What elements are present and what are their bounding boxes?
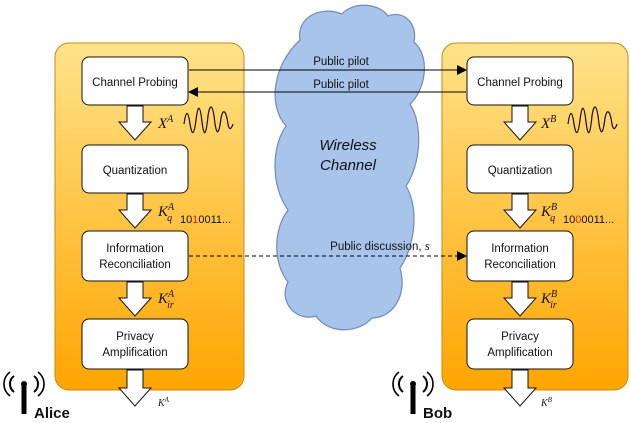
- alice-quantization-label: Quantization: [103, 165, 168, 177]
- bob-station: Bob: [392, 371, 452, 422]
- public-links: Public pilot Public pilot Public discuss…: [188, 56, 467, 261]
- bob-bit-string: 1000011...: [563, 214, 614, 226]
- alice-reconciliation-box: [81, 230, 189, 282]
- cloud-icon: [274, 4, 425, 331]
- alice-channel-probing-box: [81, 56, 189, 106]
- bob-channel-probing-label: Channel Probing: [477, 77, 563, 89]
- bob-name: Bob: [423, 405, 452, 422]
- bob-quantization-box: [466, 144, 574, 194]
- bob-key-label: KB: [540, 396, 553, 409]
- bob-x-label: XB: [540, 114, 556, 132]
- alice-x-label: XA: [157, 114, 174, 132]
- alice-output-arrow: [117, 369, 153, 407]
- alice-station: Alice: [3, 371, 70, 422]
- alice-name: Alice: [34, 405, 70, 422]
- cloud-title-line1: Wireless: [319, 137, 377, 154]
- alice-flow-arrow-2: [117, 193, 153, 229]
- bob-waveform-icon: [567, 106, 618, 134]
- bob-privacy-label-2: Amplification: [487, 347, 552, 359]
- bob-reconciliation-box: [466, 230, 574, 282]
- bob-quantization-label: Quantization: [488, 165, 553, 177]
- cloud-title-line2: Channel: [320, 157, 377, 174]
- bob-flow-arrow-2: [502, 193, 538, 229]
- bob-channel-probing-box: [466, 56, 574, 106]
- bob-flow-arrow-1: [502, 105, 538, 141]
- alice-waveform-icon: [183, 106, 234, 134]
- alice-privacy-box: [81, 318, 189, 370]
- bob-panel-background: [441, 42, 629, 391]
- wireless-channel-cloud: Wireless Channel: [274, 4, 425, 331]
- alice-flow-arrow-1: [117, 105, 153, 141]
- bob-privacy-label-1: Privacy: [501, 331, 539, 343]
- alice-privacy-label-2: Amplification: [102, 347, 167, 359]
- alice-privacy-label-1: Privacy: [116, 331, 154, 343]
- alice-key-label: KA: [157, 396, 170, 409]
- pilot-forward-label: Public pilot: [313, 56, 369, 68]
- alice-channel-probing-label: Channel Probing: [92, 77, 178, 89]
- alice-reconciliation-label-2: Reconciliation: [99, 259, 171, 271]
- alice-bit-string: 1010011...: [180, 214, 231, 226]
- bob-flow-arrow-3: [502, 281, 538, 317]
- bob-privacy-box: [466, 318, 574, 370]
- alice-flow-arrow-3: [117, 281, 153, 317]
- pilot-back-label: Public pilot: [313, 79, 369, 91]
- bob-reconciliation-label-1: Information: [491, 243, 549, 255]
- bob-antenna-icon: [392, 371, 434, 414]
- bob-reconciliation-label-2: Reconciliation: [484, 259, 556, 271]
- bob-panel: Channel Probing Quantization Information…: [441, 42, 629, 409]
- bob-output-arrow: [502, 369, 538, 407]
- discussion-label: Public discussion, s: [330, 238, 430, 253]
- alice-panel: Channel Probing Quantization Information…: [54, 42, 245, 409]
- alice-quantization-box: [81, 144, 189, 194]
- alice-reconciliation-label-1: Information: [106, 243, 164, 255]
- alice-antenna-icon: [3, 371, 45, 414]
